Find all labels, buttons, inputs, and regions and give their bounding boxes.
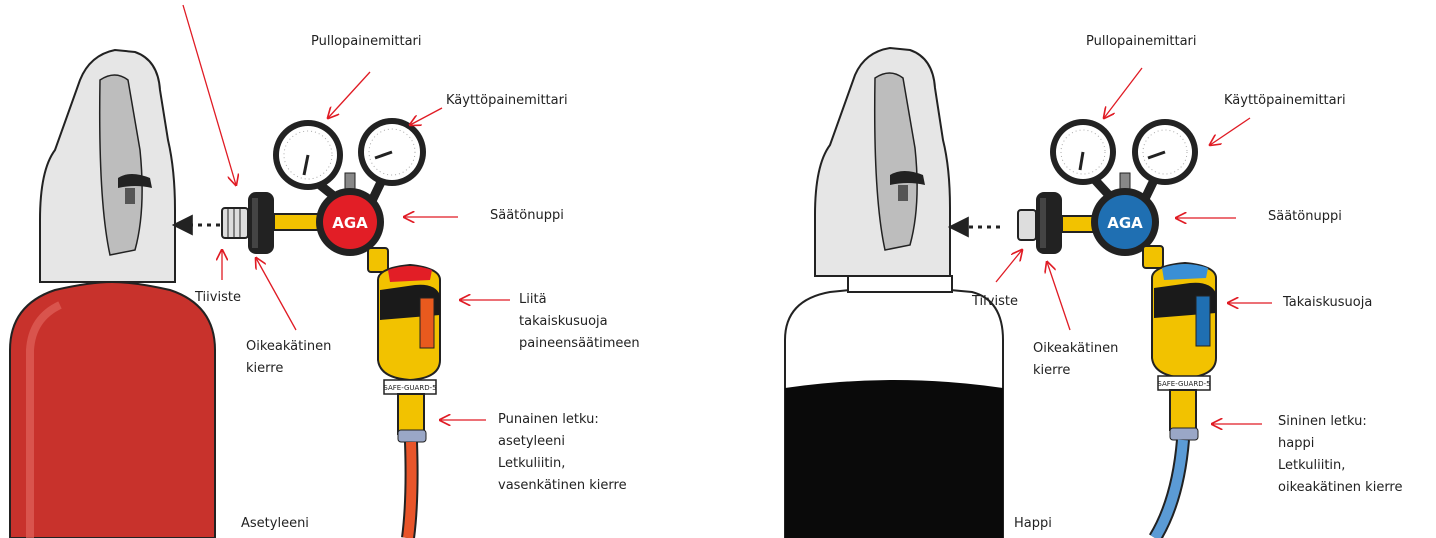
inlet-connector [222, 192, 274, 254]
working-pressure-gauge [358, 118, 426, 205]
label-seal: Tiiviste [972, 291, 1018, 313]
acetylene-cylinder [10, 282, 215, 538]
label-gas-name: Asetyleeni [241, 513, 309, 535]
hose-clamp [398, 430, 426, 442]
oxygen-cylinder-cap [815, 48, 950, 276]
label-adjust-knob: Säätönuppi [1268, 206, 1342, 228]
svg-text:SAFE-GUARD-5: SAFE-GUARD-5 [1157, 380, 1210, 388]
label-working-pressure-gauge: Käyttöpainemittari [446, 90, 568, 112]
svg-text:SAFE-GUARD-5: SAFE-GUARD-5 [383, 384, 436, 392]
bottle-pressure-gauge [1050, 119, 1118, 205]
hose-fitting [1170, 390, 1196, 430]
hose-fitting [398, 394, 424, 434]
brand-logo: AGA [332, 214, 368, 232]
label-working-pressure-gauge: Käyttöpainemittari [1224, 90, 1346, 112]
acetylene-cylinder-cap [40, 50, 175, 282]
adjust-knob: AGA [316, 188, 384, 256]
hose-clamp [1170, 428, 1198, 440]
label-flashback-arrestor: Takaiskusuoja [1283, 292, 1372, 314]
working-pressure-gauge [1132, 119, 1198, 205]
acetylene-setup: AGA SAFE-GUARD-5 [10, 5, 510, 538]
oxygen-cylinder [785, 276, 1003, 538]
oxygen-setup: AGA SAFE-GUARD-5 [785, 48, 1272, 538]
label-bottle-pressure-gauge: Pullopainemittari [1086, 31, 1197, 53]
brand-logo: AGA [1107, 214, 1143, 232]
label-seal: Tiiviste [195, 287, 241, 309]
label-adjust-knob: Säätönuppi [490, 205, 564, 227]
acetylene-hose [408, 442, 412, 538]
label-bottle-pressure-gauge: Pullopainemittari [311, 31, 422, 53]
flashback-arrestor: SAFE-GUARD-5 [1152, 263, 1216, 390]
flashback-arrestor: SAFE-GUARD-5 [378, 265, 440, 394]
label-gas-name: Happi [1014, 513, 1052, 535]
inlet-connector [1018, 192, 1062, 254]
